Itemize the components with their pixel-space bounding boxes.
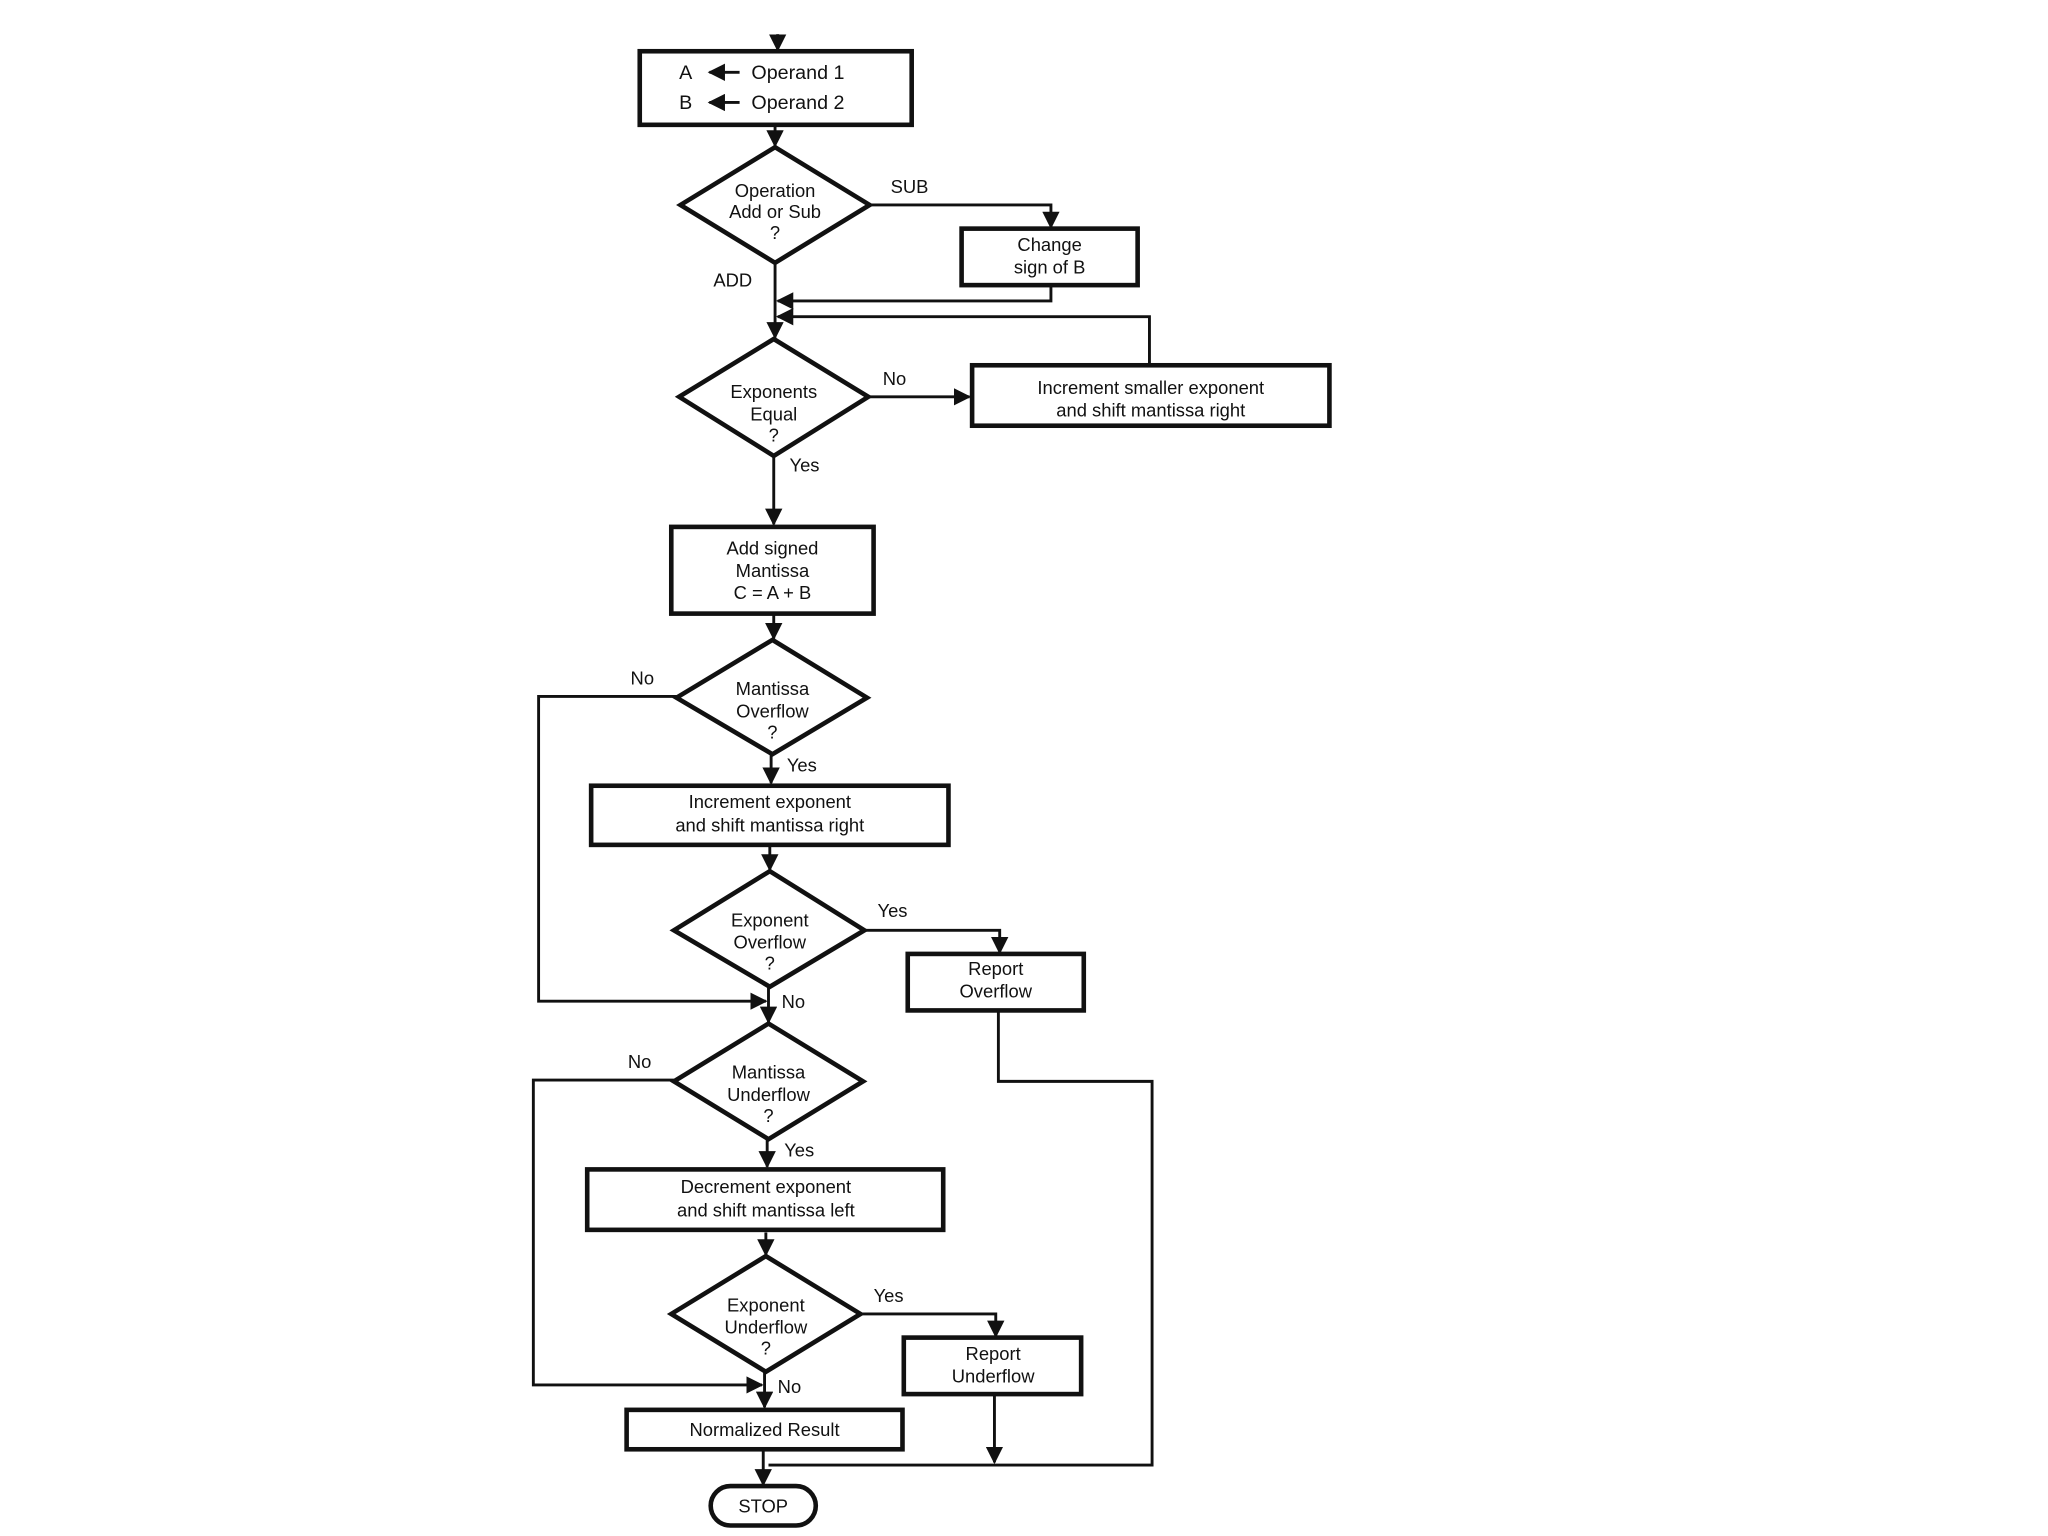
arrow-change-sign-return xyxy=(775,286,1053,310)
mantissa-overflow-line-2: Overflow xyxy=(736,700,809,721)
decrement-exponent-line-1: Decrement exponent xyxy=(681,1176,852,1197)
arrow-mantissa-underflow-no xyxy=(531,1078,764,1394)
exponent-overflow-line-2: Overflow xyxy=(734,932,807,953)
report-overflow-line-2: Overflow xyxy=(960,980,1033,1001)
normalized-result-label: Normalized Result xyxy=(689,1419,839,1440)
edge-label-exponents-no: No xyxy=(883,368,906,389)
exponents-equal-line-1: Exponents xyxy=(730,381,817,402)
report-overflow-line-1: Report xyxy=(968,958,1023,979)
edge-label-mantissa-underflow-no: No xyxy=(628,1051,651,1072)
mantissa-overflow-line-3: ? xyxy=(767,721,777,742)
increment-exponent-line-1: Increment exponent xyxy=(689,791,851,812)
mantissa-underflow-line-3: ? xyxy=(763,1105,773,1126)
report-overflow-box: Report Overflow xyxy=(905,951,1087,1013)
change-sign-line-1: Change xyxy=(1017,234,1081,255)
arrow-exponent-underflow-yes xyxy=(860,1312,1005,1339)
edge-label-exponent-underflow-yes: Yes xyxy=(874,1285,904,1306)
operand-b-value: Operand 2 xyxy=(751,92,844,114)
arrow-exponent-overflow-yes xyxy=(864,928,1009,955)
mantissa-overflow-decision: Mantissa Overflow ? xyxy=(672,637,872,757)
edge-label-exponent-overflow-no: No xyxy=(782,991,805,1012)
increment-smaller-line-1: Increment smaller exponent xyxy=(1037,377,1264,398)
edge-labels: SUB ADD No Yes No Yes Yes No No Yes Yes … xyxy=(628,176,929,1397)
exponents-equal-line-2: Equal xyxy=(750,403,797,424)
exponent-overflow-line-3: ? xyxy=(765,953,775,974)
operand-a-value: Operand 1 xyxy=(751,62,844,84)
change-sign-line-2: sign of B xyxy=(1014,256,1085,277)
increment-exponent-line-2: and shift mantissa right xyxy=(675,815,864,836)
edge-label-sub: SUB xyxy=(891,176,929,197)
exponent-underflow-line-1: Exponent xyxy=(727,1294,805,1315)
increment-smaller-exponent-box: Increment smaller exponent and shift man… xyxy=(969,362,1332,429)
mantissa-overflow-line-1: Mantissa xyxy=(736,678,810,699)
increment-exponent-box: Increment exponent and shift mantissa ri… xyxy=(588,783,951,848)
stop-terminal: STOP xyxy=(708,1483,819,1528)
edge-label-exponent-underflow-no: No xyxy=(778,1376,801,1397)
arrow-mantissa-overflow-no xyxy=(537,694,768,1010)
decrement-exponent-line-2: and shift mantissa left xyxy=(677,1200,855,1221)
report-underflow-box: Report Underflow xyxy=(901,1335,1084,1397)
edge-label-mantissa-overflow-no: No xyxy=(631,668,654,689)
add-mantissa-line-1: Add signed xyxy=(726,537,818,558)
mantissa-underflow-decision: Mantissa Underflow ? xyxy=(669,1020,868,1142)
mantissa-underflow-line-2: Underflow xyxy=(727,1084,810,1105)
arrow-report-overflow-to-stop xyxy=(768,1011,1154,1467)
connectors xyxy=(531,34,1154,1487)
decrement-exponent-box: Decrement exponent and shift mantissa le… xyxy=(584,1167,946,1233)
add-mantissa-line-3: C = A + B xyxy=(734,582,812,603)
arrow-sub-branch xyxy=(869,203,1060,230)
exponent-underflow-line-3: ? xyxy=(761,1338,771,1359)
operand-b-label: B xyxy=(679,92,692,114)
exponent-overflow-line-1: Exponent xyxy=(731,909,809,930)
report-underflow-line-1: Report xyxy=(966,1343,1021,1364)
operand-a-label: A xyxy=(679,62,693,84)
exponents-equal-line-3: ? xyxy=(769,424,779,445)
exponents-equal-decision: Exponents Equal ? xyxy=(674,336,873,459)
change-sign-box: Change sign of B xyxy=(959,226,1140,288)
operation-decision-line-1: Operation xyxy=(735,180,816,201)
report-underflow-line-2: Underflow xyxy=(952,1365,1035,1386)
edge-label-mantissa-underflow-yes: Yes xyxy=(784,1139,814,1160)
edge-label-mantissa-overflow-yes: Yes xyxy=(787,754,817,775)
operands-box: A Operand 1 B Operand 2 xyxy=(637,48,914,128)
exponent-overflow-decision: Exponent Overflow ? xyxy=(669,868,869,990)
arrow-increment-smaller-loop xyxy=(775,307,1151,364)
add-mantissa-box: Add signed Mantissa C = A + B xyxy=(668,524,876,616)
edge-label-exponent-overflow-yes: Yes xyxy=(878,900,908,921)
increment-smaller-line-2: and shift mantissa right xyxy=(1056,400,1245,421)
operation-decision-line-2: Add or Sub xyxy=(729,201,821,222)
operation-decision-line-3: ? xyxy=(770,222,780,243)
add-mantissa-line-2: Mantissa xyxy=(736,560,810,581)
mantissa-underflow-line-1: Mantissa xyxy=(732,1062,806,1083)
exponent-underflow-line-2: Underflow xyxy=(725,1317,808,1338)
edge-label-add: ADD xyxy=(713,269,752,290)
stop-label: STOP xyxy=(738,1495,788,1516)
normalized-result-box: Normalized Result xyxy=(624,1407,905,1452)
operation-decision: Operation Add or Sub ? xyxy=(676,144,875,266)
edge-label-exponents-yes: Yes xyxy=(790,455,820,476)
exponent-underflow-decision: Exponent Underflow ? xyxy=(666,1253,865,1375)
